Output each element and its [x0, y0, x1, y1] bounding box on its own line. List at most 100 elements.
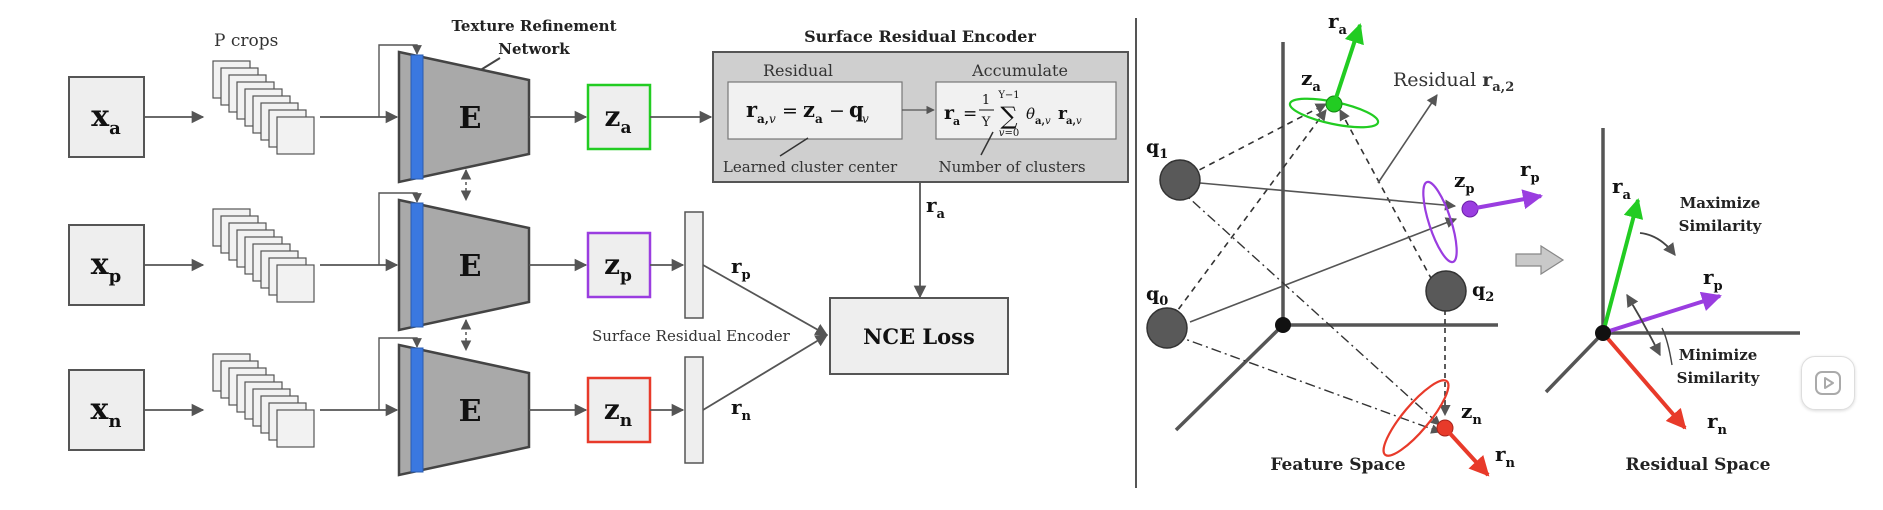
- rn-label-left: rn: [731, 395, 752, 424]
- input-box-positive: [68, 224, 145, 306]
- rn-label-fs: rn: [1495, 442, 1516, 471]
- transition-arrow-icon: [1515, 244, 1565, 276]
- learned-cluster-label: Learned cluster center: [723, 158, 898, 176]
- encoder-anchor: [397, 50, 531, 184]
- svg-text:q: q: [849, 97, 864, 122]
- rn-to-nce-arrow: [702, 334, 829, 411]
- rp-label-fs: rp: [1520, 157, 1540, 186]
- play-button[interactable]: [1801, 356, 1855, 410]
- rp-residual-bar: [684, 211, 704, 319]
- cluster-center-q1: [1159, 159, 1201, 201]
- residual-space-panel: ra rp rn Maximize Similarity Minimize Si…: [1544, 128, 1800, 475]
- svg-text:a,v: a,v: [1035, 116, 1051, 127]
- svg-text:a: a: [815, 112, 823, 126]
- q1-label: q1: [1146, 136, 1168, 162]
- rn-vector-fs: [1443, 426, 1490, 477]
- svg-text:Υ: Υ: [981, 115, 991, 130]
- rp-label-rs: rp: [1703, 265, 1723, 294]
- minimize-line2: Similarity: [1677, 369, 1761, 387]
- output-box-negative: [586, 376, 652, 444]
- residual-formula-box: [727, 81, 903, 140]
- num-clusters-label: Number of clusters: [938, 158, 1085, 176]
- texture-refinement-bar-anchor: [410, 54, 424, 180]
- crops-stack-negative: [212, 353, 315, 448]
- encoder-label-positive: E: [459, 249, 482, 284]
- rs-origin: [1595, 325, 1611, 341]
- sre-accumulate-header: Accumulate: [971, 61, 1068, 80]
- rn-residual-bar: [684, 356, 704, 464]
- play-icon: [1815, 371, 1841, 395]
- input-label-negative: xn: [91, 392, 122, 432]
- svg-text:r: r: [746, 97, 758, 122]
- feature-space-caption: Feature Space: [1270, 455, 1405, 475]
- accumulate-formula: r a = 1 Υ Υ−1 ∑ v=0 θ a,v r a,v: [944, 90, 1082, 139]
- zn-label-fs: zn: [1461, 399, 1482, 428]
- learned-cluster-pointer: [779, 137, 809, 157]
- output-label-negative: zn: [604, 393, 632, 431]
- crops-stack-positive: [212, 208, 315, 303]
- encoder-label-negative: E: [459, 394, 482, 429]
- texture-refinement-line1: Texture Refinement: [451, 17, 616, 35]
- svg-text:r: r: [1058, 104, 1068, 124]
- input-label-anchor: xa: [91, 99, 121, 139]
- accumulate-formula-box: [935, 81, 1117, 140]
- ra-vector-fs: [1332, 23, 1364, 105]
- svg-text:Υ−1: Υ−1: [997, 90, 1019, 101]
- cluster-center-q0: [1146, 307, 1188, 349]
- rp-vector-fs: [1469, 189, 1543, 211]
- svg-text:r: r: [944, 102, 955, 124]
- feature-space-panel: Residual ra,2 q1 q0 q2 za ra zp rp zn rn…: [1146, 9, 1543, 477]
- za-label-fs: za: [1301, 66, 1321, 95]
- nce-loss-label: NCE Loss: [863, 324, 975, 349]
- texture-refinement-line2: Network: [498, 40, 570, 58]
- svg-text:v: v: [862, 112, 869, 126]
- crops-stack-anchor: [212, 60, 315, 155]
- ra-label-rs: ra: [1612, 174, 1632, 203]
- svg-text:=: =: [782, 100, 798, 122]
- nce-loss-box: [829, 297, 1009, 375]
- sre-small-label: Surface Residual Encoder: [592, 327, 791, 345]
- maximize-line2: Similarity: [1679, 217, 1763, 235]
- texture-refinement-bar-positive: [410, 202, 424, 328]
- output-box-anchor: [586, 83, 652, 151]
- svg-text:z: z: [803, 97, 815, 122]
- texture-refinement-label: Texture Refinement Network: [451, 17, 616, 58]
- ra-label-fs: ra: [1328, 9, 1348, 38]
- maximize-line1: Maximize: [1680, 194, 1761, 212]
- encoder-label-anchor: E: [459, 101, 482, 136]
- input-box-negative: [68, 369, 145, 451]
- rn-label-rs: rn: [1707, 409, 1728, 438]
- output-box-positive: [586, 231, 652, 299]
- svg-text:a,v: a,v: [757, 112, 776, 126]
- output-label-positive: zp: [604, 248, 632, 286]
- residual-formula: r a,v = z a − q v: [746, 97, 869, 126]
- residual-annotation-label: Residual ra,2: [1393, 69, 1514, 95]
- encoder-negative: [397, 343, 531, 477]
- zn-ellipse: [1382, 379, 1450, 457]
- residual-space-caption: Residual Space: [1626, 455, 1771, 475]
- zp-label-fs: zp: [1454, 168, 1474, 197]
- output-label-anchor: za: [605, 100, 632, 138]
- ra-vector-rs: [1601, 198, 1644, 334]
- num-clusters-pointer: [980, 131, 994, 156]
- texture-refinement-bar-negative: [410, 347, 424, 473]
- svg-text:∑: ∑: [1000, 102, 1017, 130]
- svg-text:=: =: [963, 104, 977, 124]
- input-label-positive: xp: [91, 247, 121, 287]
- encoder-positive: [397, 198, 531, 332]
- sre-residual-header: Residual: [763, 61, 833, 80]
- rs-axis-diagonal: [1544, 331, 1605, 394]
- q2-label: q2: [1472, 279, 1494, 305]
- rp-to-nce-arrow: [702, 264, 829, 336]
- fs-origin: [1275, 317, 1291, 333]
- svg-text:a: a: [953, 115, 960, 128]
- svg-text:v=0: v=0: [999, 128, 1019, 139]
- fs-axis-diagonal: [1174, 323, 1285, 432]
- svg-text:θ: θ: [1026, 105, 1035, 123]
- svg-text:1: 1: [982, 93, 990, 108]
